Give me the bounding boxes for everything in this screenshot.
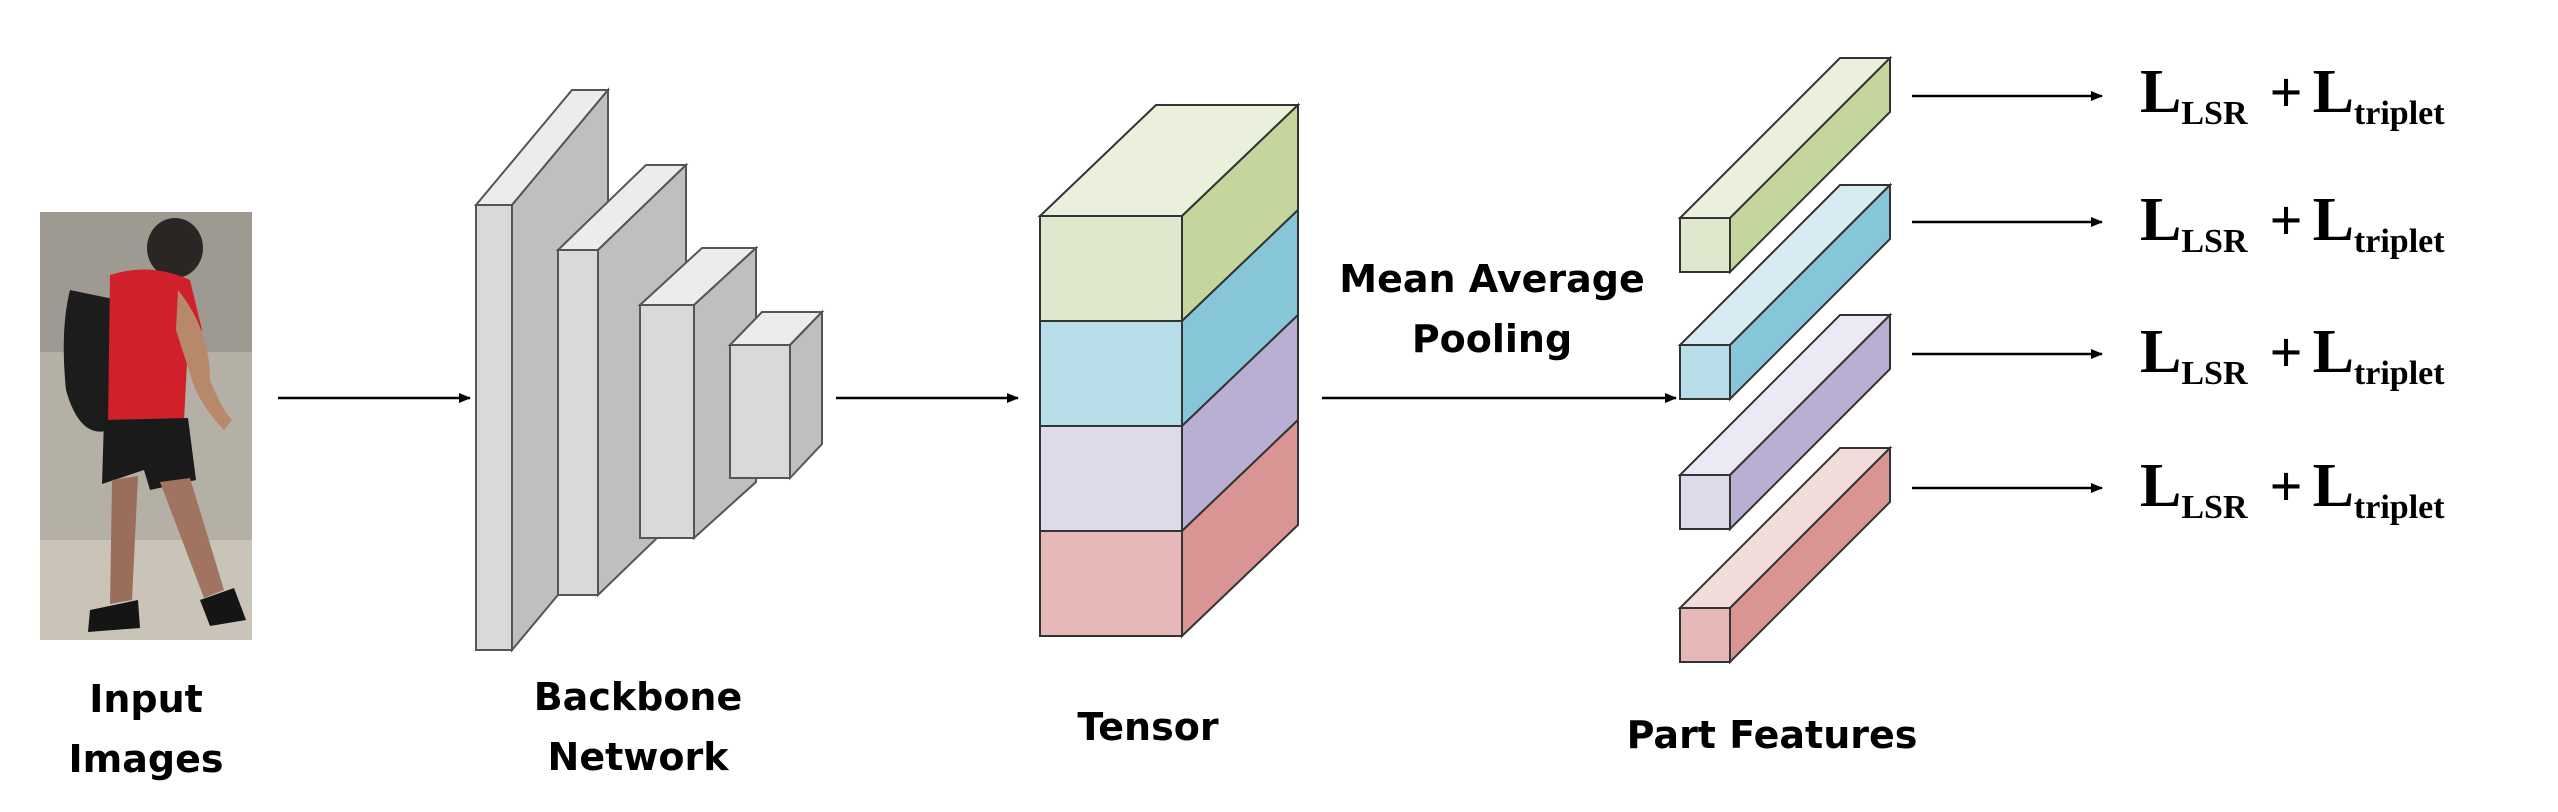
tensor-label: Tensor xyxy=(1077,705,1218,749)
pooling-label-line1: Mean Average xyxy=(1339,257,1644,301)
loss-label-1: LLSR+Ltriplet xyxy=(2140,58,2445,132)
svg-text:LLSR+Ltriplet: LLSR+Ltriplet xyxy=(2140,452,2445,526)
pooling-label-line2: Pooling xyxy=(1412,317,1572,361)
tensor-slice-purple xyxy=(1039,312,1299,534)
part-feature-red xyxy=(1677,445,1893,665)
input-image xyxy=(40,212,252,640)
tensor-block xyxy=(1037,102,1301,639)
svg-text:LLSR+Ltriplet: LLSR+Ltriplet xyxy=(2140,58,2445,132)
input-images-label-line1: Input xyxy=(89,677,203,721)
loss-label-2: LLSR+Ltriplet xyxy=(2140,186,2445,260)
loss-label-3: LLSR+Ltriplet xyxy=(2140,318,2445,392)
part-feature-purple xyxy=(1677,312,1893,532)
loss-label-4: LLSR+Ltriplet xyxy=(2140,452,2445,526)
input-images-label-line2: Images xyxy=(69,737,224,781)
tensor-slice-blue xyxy=(1039,207,1299,429)
part-features-label: Part Features xyxy=(1627,713,1918,757)
part-feature-blue xyxy=(1677,182,1893,402)
tensor-slice-green xyxy=(1039,102,1299,324)
part-features xyxy=(1677,55,1893,665)
backbone-label-line2: Network xyxy=(548,735,730,779)
svg-text:LLSR+Ltriplet: LLSR+Ltriplet xyxy=(2140,186,2445,260)
part-feature-green xyxy=(1677,55,1893,275)
backbone-label-line1: Backbone xyxy=(534,675,743,719)
backbone-network xyxy=(473,87,825,653)
svg-text:LLSR+Ltriplet: LLSR+Ltriplet xyxy=(2140,318,2445,392)
tensor-slice-red xyxy=(1039,417,1299,639)
backbone-layer-4 xyxy=(727,309,825,481)
